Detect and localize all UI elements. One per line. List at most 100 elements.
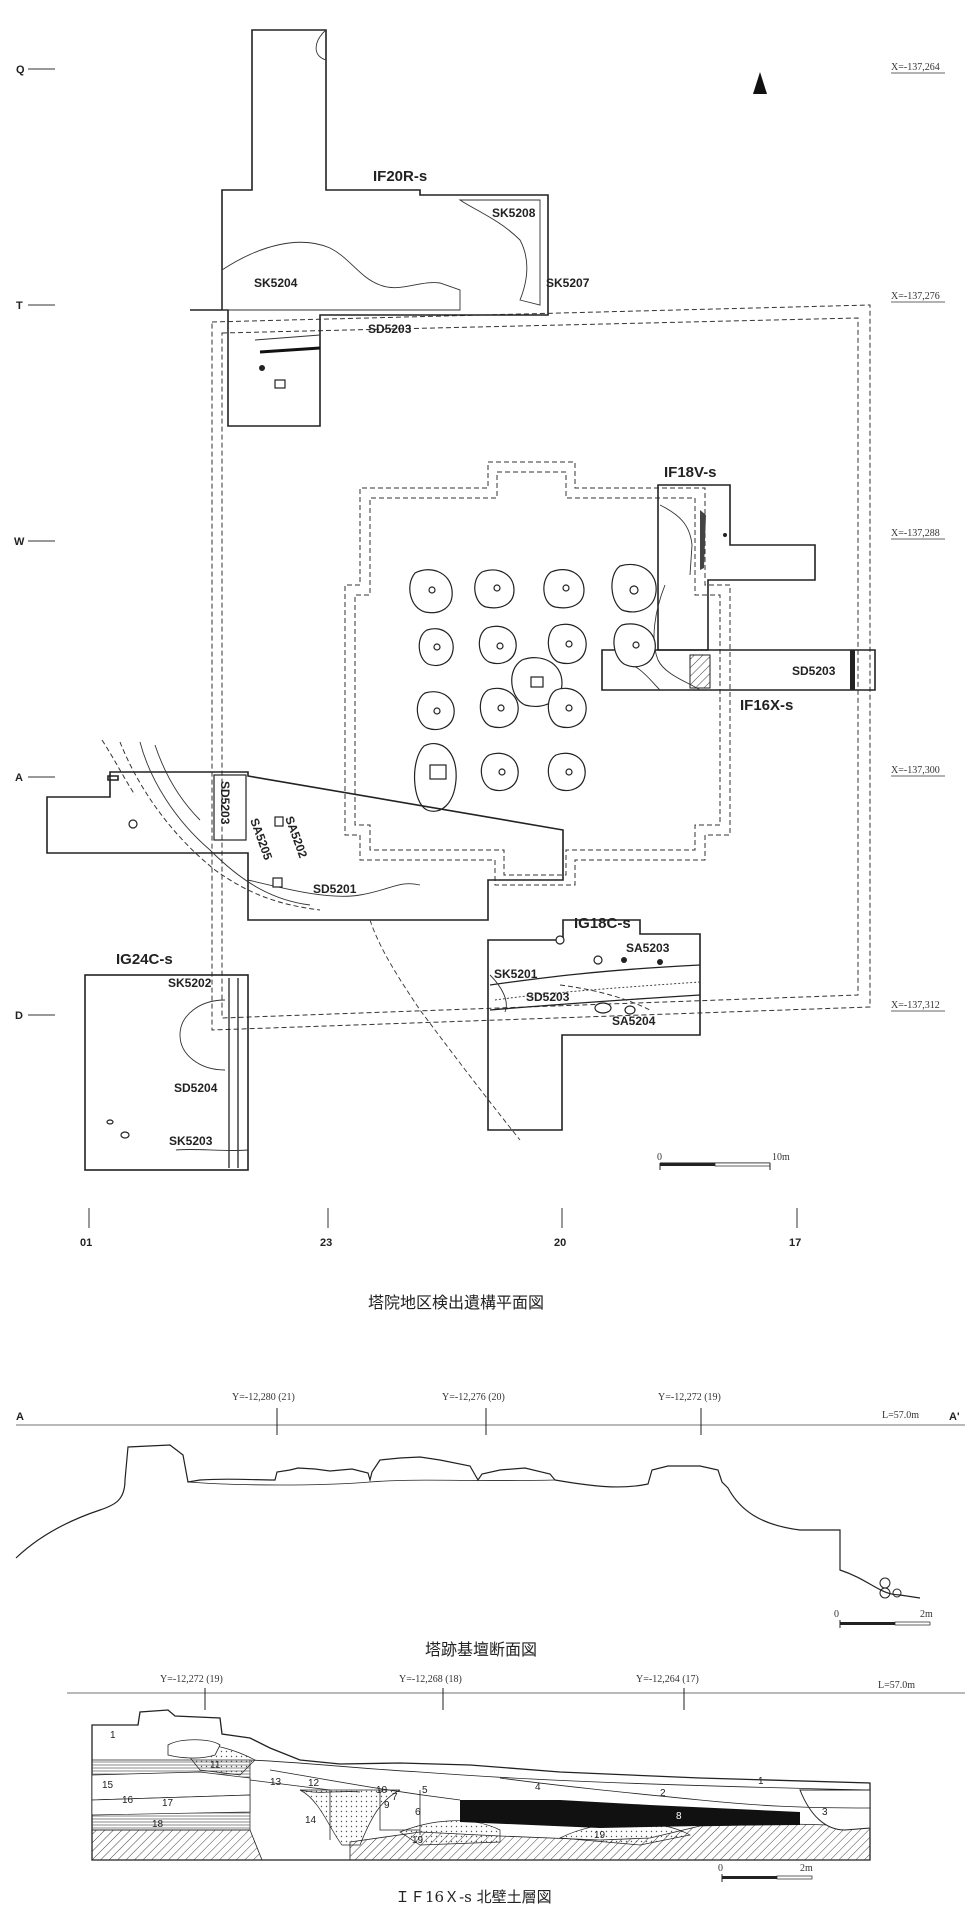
feature-sd5204: SD5204 bbox=[174, 1081, 218, 1095]
trench-if18v: IF18V-s bbox=[657, 464, 816, 651]
stone bbox=[413, 743, 457, 812]
column-labels: 01 23 20 17 bbox=[80, 1208, 801, 1249]
plan-scale-zero: 0 bbox=[657, 1152, 662, 1163]
stone bbox=[478, 625, 517, 665]
section2-level: L=57.0m bbox=[878, 1680, 915, 1691]
plan-scale-bar: 0 10m bbox=[657, 1152, 790, 1170]
stone bbox=[547, 752, 586, 792]
stone bbox=[409, 569, 453, 614]
plan-scale-end: 10m bbox=[772, 1152, 790, 1163]
layer-label: 16 bbox=[122, 1795, 134, 1806]
feature-sk5201: SK5201 bbox=[494, 967, 538, 981]
feature-sd5203-north: SD5203 bbox=[368, 322, 412, 336]
x-coord-4: X=-137,312 bbox=[891, 1000, 940, 1011]
feature-sk5208: SK5208 bbox=[492, 206, 536, 220]
layer-label: 5 bbox=[422, 1785, 428, 1796]
section1-scale-end: 2m bbox=[920, 1609, 933, 1620]
row-label-t: T bbox=[16, 300, 23, 312]
section2-scale-bar: 0 2m bbox=[718, 1863, 813, 1882]
trench-label-ig18c: IG18C-s bbox=[574, 915, 631, 932]
row-label-w: W bbox=[14, 536, 25, 548]
north-arrow-icon bbox=[753, 72, 767, 94]
x-coord-0: X=-137,264 bbox=[891, 62, 940, 73]
layer-label: 6 bbox=[415, 1807, 421, 1818]
stone bbox=[547, 623, 587, 665]
stone bbox=[416, 691, 455, 731]
feature-sd5203-south: SD5203 bbox=[526, 990, 570, 1004]
layer-label: 1 bbox=[110, 1730, 116, 1741]
layer-label: 7 bbox=[392, 1792, 398, 1803]
section1-level: L=57.0m bbox=[882, 1410, 919, 1421]
layer-label: 19 bbox=[412, 1835, 424, 1846]
row-label-q: Q bbox=[16, 64, 25, 76]
layer-label: 2 bbox=[660, 1788, 666, 1799]
section2-y-mark-2: Y=-12,264 (17) bbox=[636, 1674, 699, 1685]
layer-8-fill bbox=[460, 1800, 800, 1828]
tower-base-section: A A' L=57.0m Y=-12,280 (21) Y=-12,276 (2… bbox=[15, 1392, 965, 1659]
trench-if16x: SD5203 IF16X-s bbox=[601, 584, 876, 714]
section1-y-mark-0: Y=-12,280 (21) bbox=[232, 1392, 295, 1403]
feature-sa5204: SA5204 bbox=[612, 1014, 656, 1028]
layer-label: 19 bbox=[594, 1830, 606, 1841]
layer-label: 12 bbox=[308, 1778, 320, 1789]
section1-y-mark-1: Y=-12,276 (20) bbox=[442, 1392, 505, 1403]
layer-label: 17 bbox=[162, 1798, 174, 1809]
stone bbox=[613, 623, 656, 668]
section1-caption: 塔跡基壇断面図 bbox=[425, 1640, 537, 1659]
feature-sa5205: SA5205 bbox=[247, 816, 275, 862]
layer-label: 3 bbox=[822, 1807, 828, 1818]
trench-if20r: IF20R-s SK5208 SK5204 SK5207 SD5203 bbox=[190, 29, 590, 427]
layer-label: 1 bbox=[758, 1776, 764, 1787]
stone bbox=[611, 563, 657, 613]
trench-label-if20r: IF20R-s bbox=[373, 168, 427, 185]
trench-ig24c: IG24C-s SK5202 SD5204 SK5203 bbox=[84, 951, 249, 1171]
layer-label: 10 bbox=[376, 1785, 388, 1796]
plan-caption: 塔院地区検出遺構平面図 bbox=[368, 1293, 544, 1312]
feature-sk5204: SK5204 bbox=[254, 276, 298, 290]
if16x-soil-section: L=57.0m Y=-12,272 (19) Y=-12,268 (18) Y=… bbox=[67, 1674, 965, 1906]
stone bbox=[474, 569, 515, 609]
layer-label: 9 bbox=[384, 1800, 390, 1811]
section1-start-label: A bbox=[16, 1411, 24, 1423]
layer-label: 11 bbox=[210, 1760, 221, 1771]
layer-label: 14 bbox=[305, 1815, 317, 1826]
section2-scale-end: 2m bbox=[800, 1863, 813, 1874]
x-coord-1: X=-137,276 bbox=[891, 291, 940, 302]
column-label-17: 17 bbox=[789, 1237, 801, 1249]
stone bbox=[479, 687, 519, 729]
trench-ig18c: IG18C-s SA5203 SK5201 SD5203 SA5204 bbox=[369, 915, 701, 1141]
trench-label-if16x: IF16X-s bbox=[740, 697, 793, 714]
foundation-stones bbox=[409, 563, 657, 812]
section2-scale-zero: 0 bbox=[718, 1863, 723, 1874]
layer-label: 4 bbox=[535, 1782, 541, 1793]
section2-caption: ＩＦ16Ｘ-s 北壁土層図 bbox=[395, 1888, 552, 1906]
section1-scale-bar: 0 2m bbox=[834, 1609, 933, 1628]
stone bbox=[480, 752, 519, 792]
column-label-20: 20 bbox=[554, 1237, 566, 1249]
column-label-01: 01 bbox=[80, 1237, 92, 1249]
plan-view: Q T W A D X=-137,264 X=-137,276 X=-137,2… bbox=[14, 29, 945, 1312]
layer-labels: 1 15 11 16 17 18 13 12 14 10 9 7 5 6 4 2… bbox=[102, 1730, 828, 1846]
section1-profile bbox=[15, 1444, 921, 1599]
feature-sd5203-west: SD5203 bbox=[218, 781, 232, 825]
section1-end-label: A' bbox=[949, 1411, 960, 1423]
row-labels: Q T W A D bbox=[14, 64, 55, 1022]
feature-sk5203: SK5203 bbox=[169, 1134, 213, 1148]
layer-label: 8 bbox=[676, 1811, 682, 1822]
feature-sa5203: SA5203 bbox=[626, 941, 670, 955]
x-coord-2: X=-137,288 bbox=[891, 528, 940, 539]
feature-sd5203-east: SD5203 bbox=[792, 664, 836, 678]
stone bbox=[543, 569, 585, 609]
section2-y-mark-0: Y=-12,272 (19) bbox=[160, 1674, 223, 1685]
x-coord-3: X=-137,300 bbox=[891, 765, 940, 776]
feature-sa5202: SA5202 bbox=[282, 814, 310, 860]
x-coordinates: X=-137,264 X=-137,276 X=-137,288 X=-137,… bbox=[891, 62, 945, 1012]
feature-sk5202: SK5202 bbox=[168, 976, 212, 990]
stone bbox=[418, 628, 454, 667]
trench-label-if18v: IF18V-s bbox=[664, 464, 717, 481]
layer-label: 13 bbox=[270, 1777, 282, 1788]
column-label-23: 23 bbox=[320, 1237, 332, 1249]
layer-label: 15 bbox=[102, 1780, 114, 1791]
layer-label: 18 bbox=[152, 1819, 164, 1830]
